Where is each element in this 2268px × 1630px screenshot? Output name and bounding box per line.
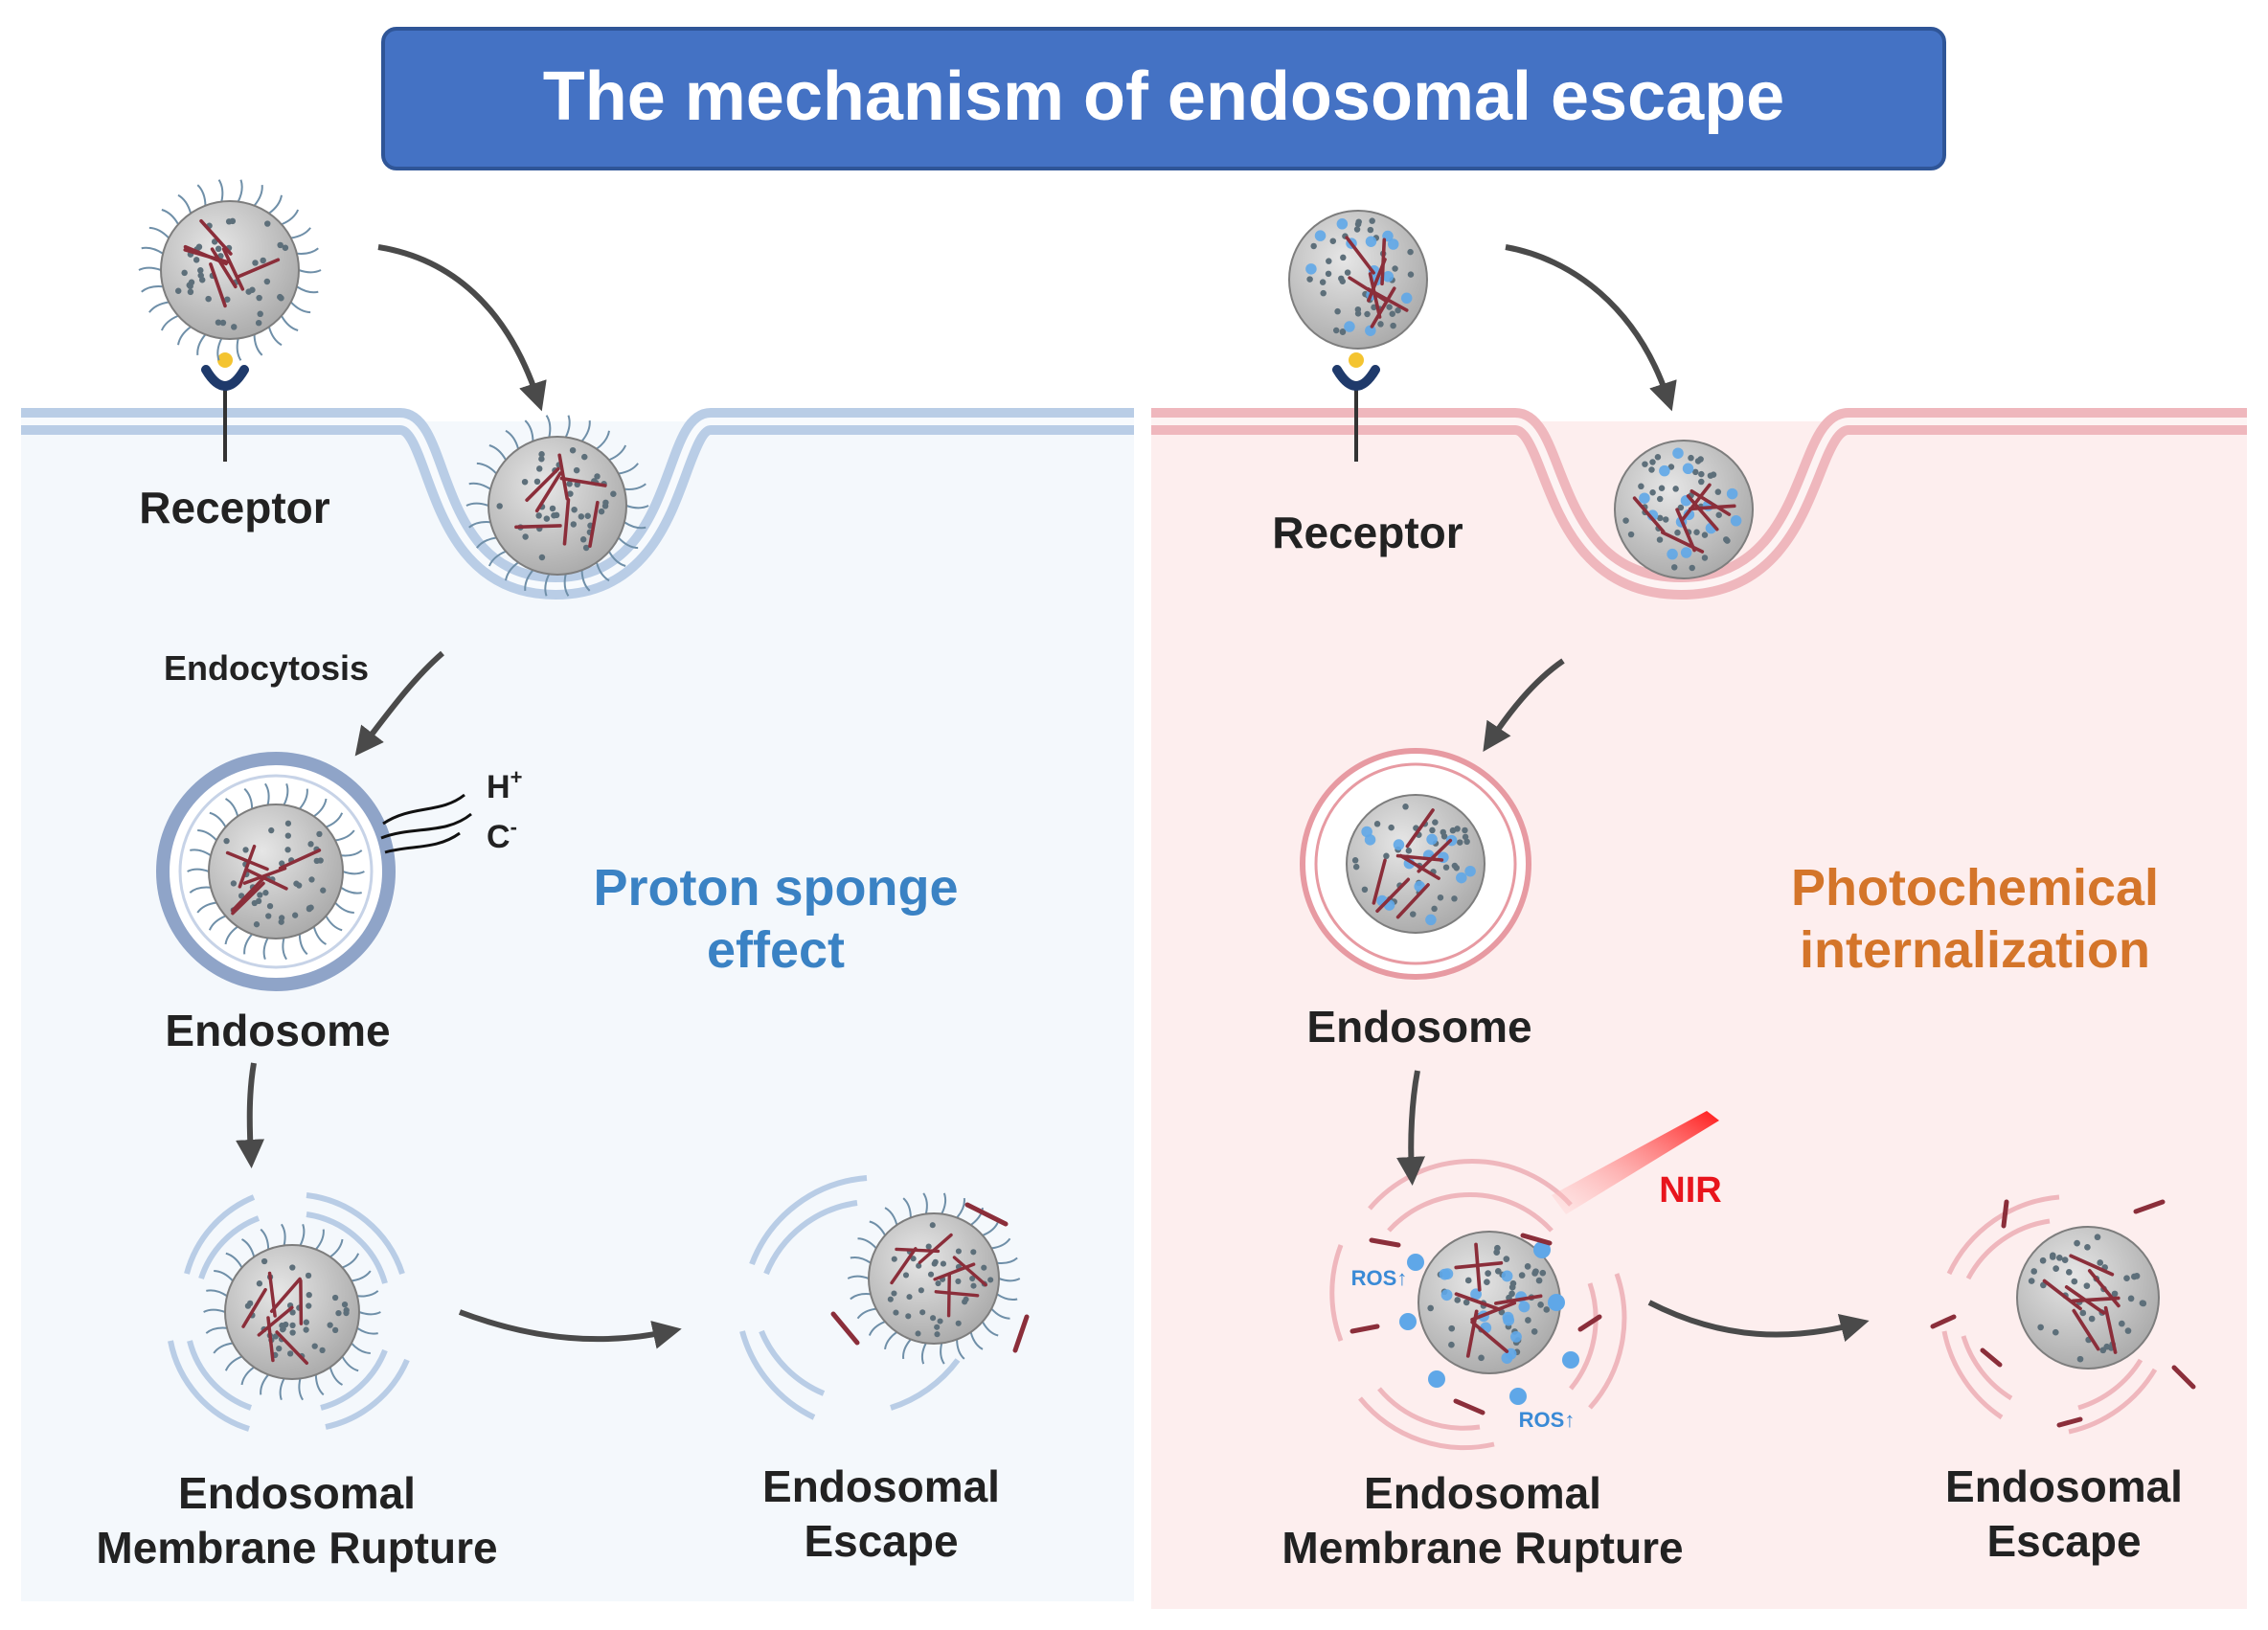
ros-label-2: ROS↑	[1519, 1408, 1576, 1432]
photochemical-label-line1: Photochemical	[1791, 859, 2159, 917]
arrow-left-internalization	[377, 244, 547, 412]
arrow-right-internalization	[1505, 244, 1677, 412]
right-endosome-label: Endosome	[1306, 1002, 1531, 1052]
right-nanoparticle-endosome	[1346, 794, 1486, 934]
photochemical-label-line2: internalization	[1800, 921, 2150, 979]
right-nanoparticle-escaped	[2016, 1226, 2160, 1370]
right-receptor-label: Receptor	[1272, 508, 1463, 557]
left-receptor-label: Receptor	[139, 483, 329, 532]
proton-sponge-label-line1: Proton sponge	[594, 859, 959, 917]
right-escape-label-line1: Endosomal	[1945, 1461, 2183, 1511]
right-rupture-membrane	[1329, 1159, 1627, 1451]
left-nanoparticle-escaped	[847, 1192, 1021, 1365]
proton-sponge-label-line2: effect	[707, 921, 845, 979]
arrow-left-endocytosis	[354, 650, 444, 757]
ros-label-1: ROS↑	[1351, 1266, 1408, 1290]
left-nanoparticle-rupture	[203, 1223, 381, 1401]
arrow-right-rupture-to-escape	[1647, 1300, 1870, 1343]
left-escape-label-line1: Endosomal	[762, 1461, 1000, 1511]
right-escape-membrane	[1941, 1194, 2158, 1435]
right-nanoparticle-rupture	[1418, 1231, 1561, 1374]
nir-beam	[1552, 1111, 1719, 1214]
right-receptor	[1332, 352, 1380, 462]
endocytosis-label: Endocytosis	[164, 648, 369, 688]
process-arrows	[236, 244, 1870, 1349]
nir-label: NIR	[1659, 1170, 1721, 1211]
left-receptor	[201, 352, 249, 462]
nanoparticles	[138, 179, 2160, 1405]
ion-influx-lines	[380, 793, 472, 854]
left-rupture-label-line1: Endosomal	[178, 1468, 416, 1518]
right-panel	[1151, 421, 2247, 1609]
ros-droplets	[1399, 1241, 1579, 1405]
right-nanoparticle-bound	[1288, 210, 1428, 350]
arrow-right-endosome-to-rupture	[1396, 1070, 1425, 1186]
title-banner: The mechanism of endosomal escape	[381, 27, 1946, 170]
right-rupture-label-line1: Endosomal	[1364, 1468, 1601, 1518]
left-nanoparticle-internalized	[465, 415, 649, 597]
ion-h-label: H+	[487, 765, 522, 805]
left-nanoparticle-bound	[138, 179, 322, 361]
left-nanoparticle-endosome	[187, 782, 365, 961]
right-nanoparticle-internalized	[1614, 440, 1754, 579]
page-title: The mechanism of endosomal escape	[543, 58, 1784, 135]
right-escape-label-line2: Escape	[1986, 1516, 2141, 1566]
left-rupture-membrane	[168, 1192, 410, 1432]
right-rupture-label-line2: Membrane Rupture	[1281, 1523, 1683, 1573]
arrow-left-endosome-to-rupture	[236, 1062, 265, 1168]
ion-c-label: C-	[487, 815, 517, 855]
released-cargo-fragments	[830, 1199, 2196, 1428]
left-escape-membrane	[739, 1175, 961, 1420]
arrow-left-rupture-to-escape	[458, 1309, 682, 1349]
left-rupture-label-line2: Membrane Rupture	[96, 1523, 497, 1573]
arrow-right-to-endosome	[1483, 658, 1565, 752]
left-escape-label-line2: Escape	[804, 1516, 958, 1566]
left-endosome-label: Endosome	[165, 1006, 390, 1055]
